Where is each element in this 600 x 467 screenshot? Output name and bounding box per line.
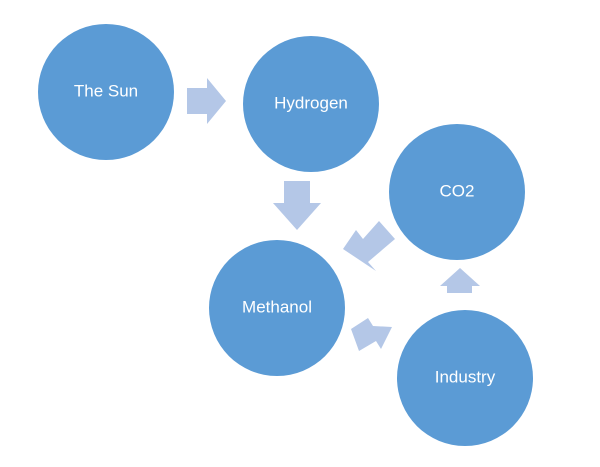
node-label-hydrogen: Hydrogen xyxy=(274,93,348,112)
node-label-industry: Industry xyxy=(435,367,496,386)
node-industry: Industry xyxy=(397,310,533,446)
node-methanol: Methanol xyxy=(209,240,345,376)
node-the-sun: The Sun xyxy=(38,24,174,160)
arrow-co2-to-methanol xyxy=(343,221,395,271)
node-label-methanol: Methanol xyxy=(242,297,312,316)
node-hydrogen: Hydrogen xyxy=(243,36,379,172)
node-label-co2: CO2 xyxy=(440,181,475,200)
arrow-methanol-to-industry xyxy=(351,318,392,351)
arrow-industry-to-co2 xyxy=(440,268,480,293)
node-label-the-sun: The Sun xyxy=(74,81,138,100)
node-co2: CO2 xyxy=(389,124,525,260)
arrow-hydrogen-to-methanol xyxy=(273,181,321,230)
arrow-sun-to-hydrogen xyxy=(187,78,226,124)
